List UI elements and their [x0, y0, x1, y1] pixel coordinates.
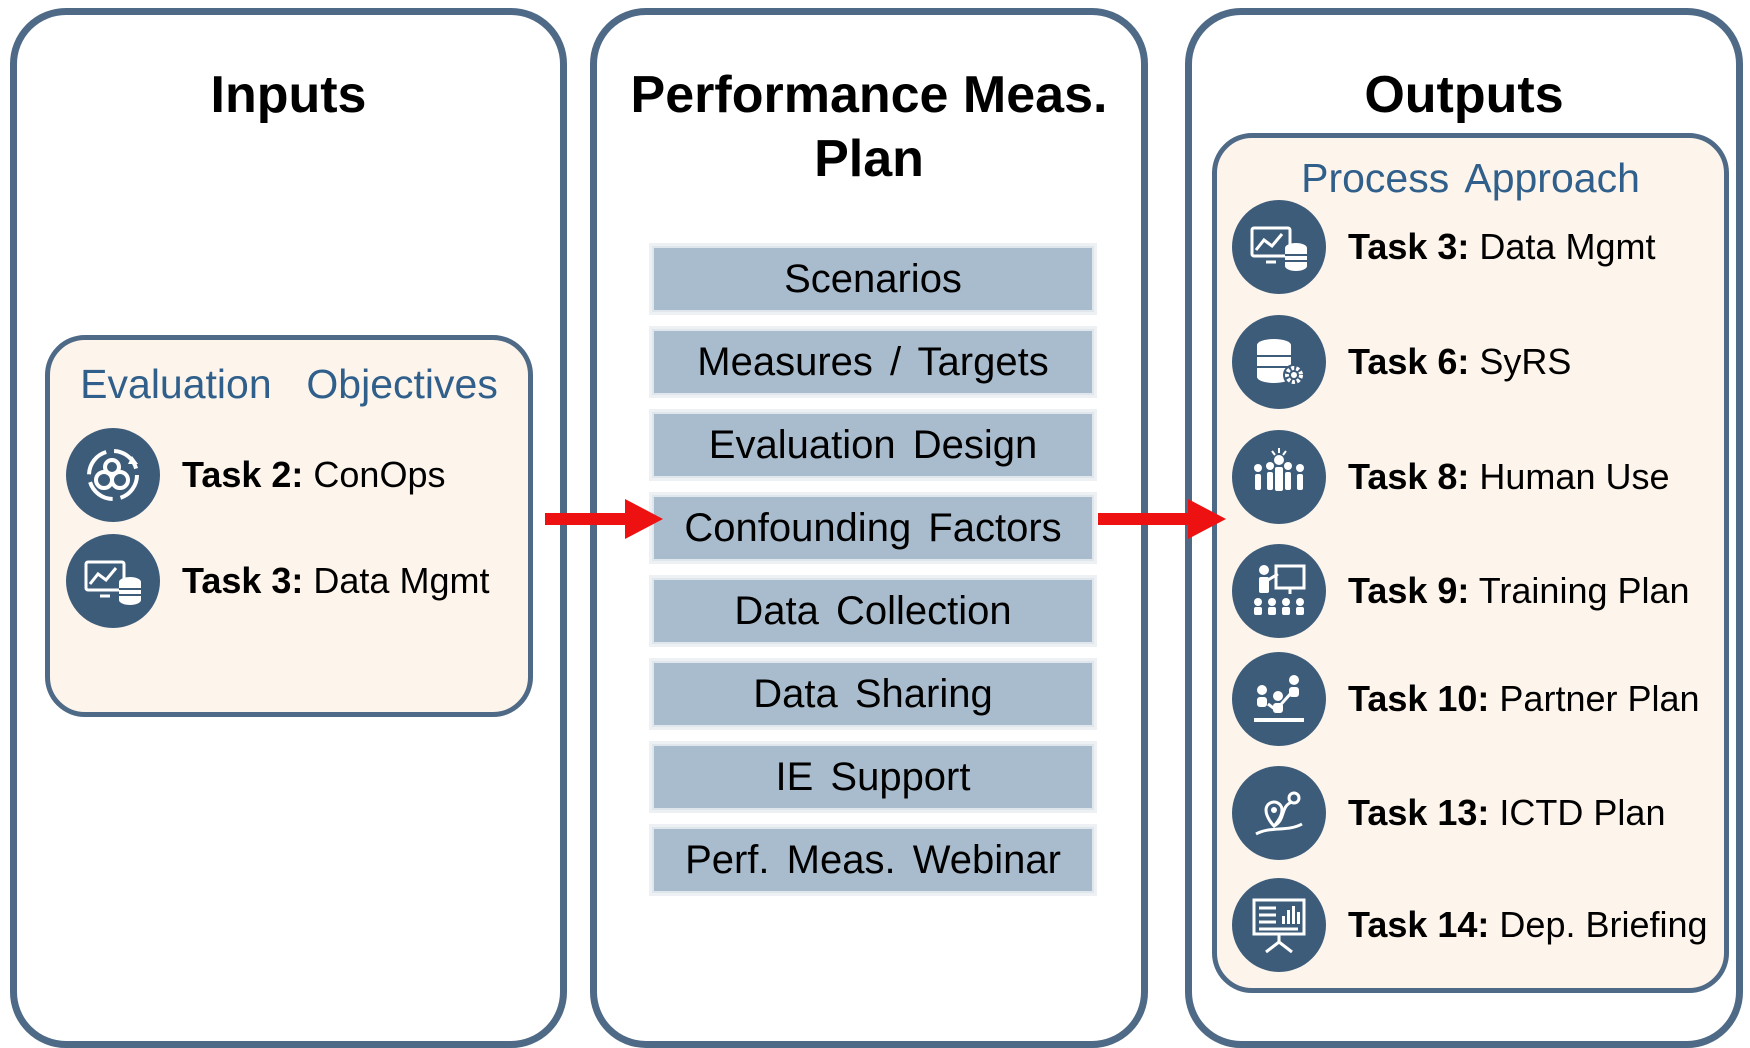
output-task-dep-briefing: Task 14: Dep. Briefing [1232, 878, 1708, 972]
plan-item-perf-meas-webinar: Perf. Meas. Webinar [649, 824, 1097, 896]
task-label: Task 9: Training Plan [1348, 570, 1690, 611]
outputs-column: Outputs Process Approach Task 3: Data Mg… [1185, 8, 1743, 1048]
database-gear-icon [1232, 315, 1326, 409]
plan-item-evaluation-design: Evaluation Design [649, 409, 1097, 481]
inputs-title: Inputs [210, 66, 367, 124]
evaluation-objectives-panel: Evaluation Objectives Task 2: ConOps [45, 335, 533, 717]
process-approach-title: Process Approach [1301, 155, 1640, 201]
presenter-board-icon [1232, 544, 1326, 638]
task-label: Task 13: ICTD Plan [1348, 792, 1666, 833]
data-chart-database-icon [66, 534, 160, 628]
plan-item-scenarios: Scenarios [649, 243, 1097, 315]
task-label: Task 8: Human Use [1348, 456, 1670, 497]
output-task-ictd-plan: Task 13: ICTD Plan [1232, 766, 1665, 860]
task-label: Task 6: SyRS [1348, 341, 1572, 382]
people-group-icon [1232, 430, 1326, 524]
performance-measurement-plan-column: Performance Meas.Plan Scenarios Measures… [590, 8, 1148, 1048]
output-task-partner-plan: Task 10: Partner Plan [1232, 652, 1700, 746]
data-chart-database-icon [1232, 200, 1326, 294]
output-task-syrs: Task 6: SyRS [1232, 315, 1571, 409]
output-task-training-plan: Task 9: Training Plan [1232, 544, 1690, 638]
plan-item-data-sharing: Data Sharing [649, 658, 1097, 730]
evaluation-objectives-title: Evaluation Objectives [80, 361, 498, 407]
plan-item-data-collection: Data Collection [649, 575, 1097, 647]
briefing-screen-icon [1232, 878, 1326, 972]
inputs-column: Inputs Evaluation Objectives Task 2: Con… [10, 8, 567, 1048]
output-task-data-mgmt: Task 3: Data Mgmt [1232, 200, 1655, 294]
task-label: Task 10: Partner Plan [1348, 678, 1700, 719]
partner-network-icon [1232, 652, 1326, 746]
plan-item-ie-support: IE Support [649, 741, 1097, 813]
plan-title: Performance Meas.Plan [630, 66, 1108, 188]
input-task-data-mgmt: Task 3: Data Mgmt [66, 534, 489, 628]
outputs-title: Outputs [1364, 66, 1564, 124]
process-approach-panel: Process Approach Task 3: Data Mgmt [1212, 133, 1729, 993]
plan-item-confounding-factors: Confounding Factors [649, 492, 1097, 564]
task-label: Task 14: Dep. Briefing [1348, 904, 1708, 945]
task-label: Task 2: ConOps [182, 454, 446, 495]
output-task-human-use: Task 8: Human Use [1232, 430, 1669, 524]
task-label: Task 3: Data Mgmt [1348, 226, 1656, 267]
arrow-inputs-to-plan [545, 499, 663, 539]
gears-cycle-icon [66, 428, 160, 522]
plan-item-measures-targets: Measures / Targets [649, 326, 1097, 398]
arrow-plan-to-outputs [1098, 499, 1226, 539]
map-route-icon [1232, 766, 1326, 860]
task-label: Task 3: Data Mgmt [182, 560, 490, 601]
input-task-conops: Task 2: ConOps [66, 428, 445, 522]
